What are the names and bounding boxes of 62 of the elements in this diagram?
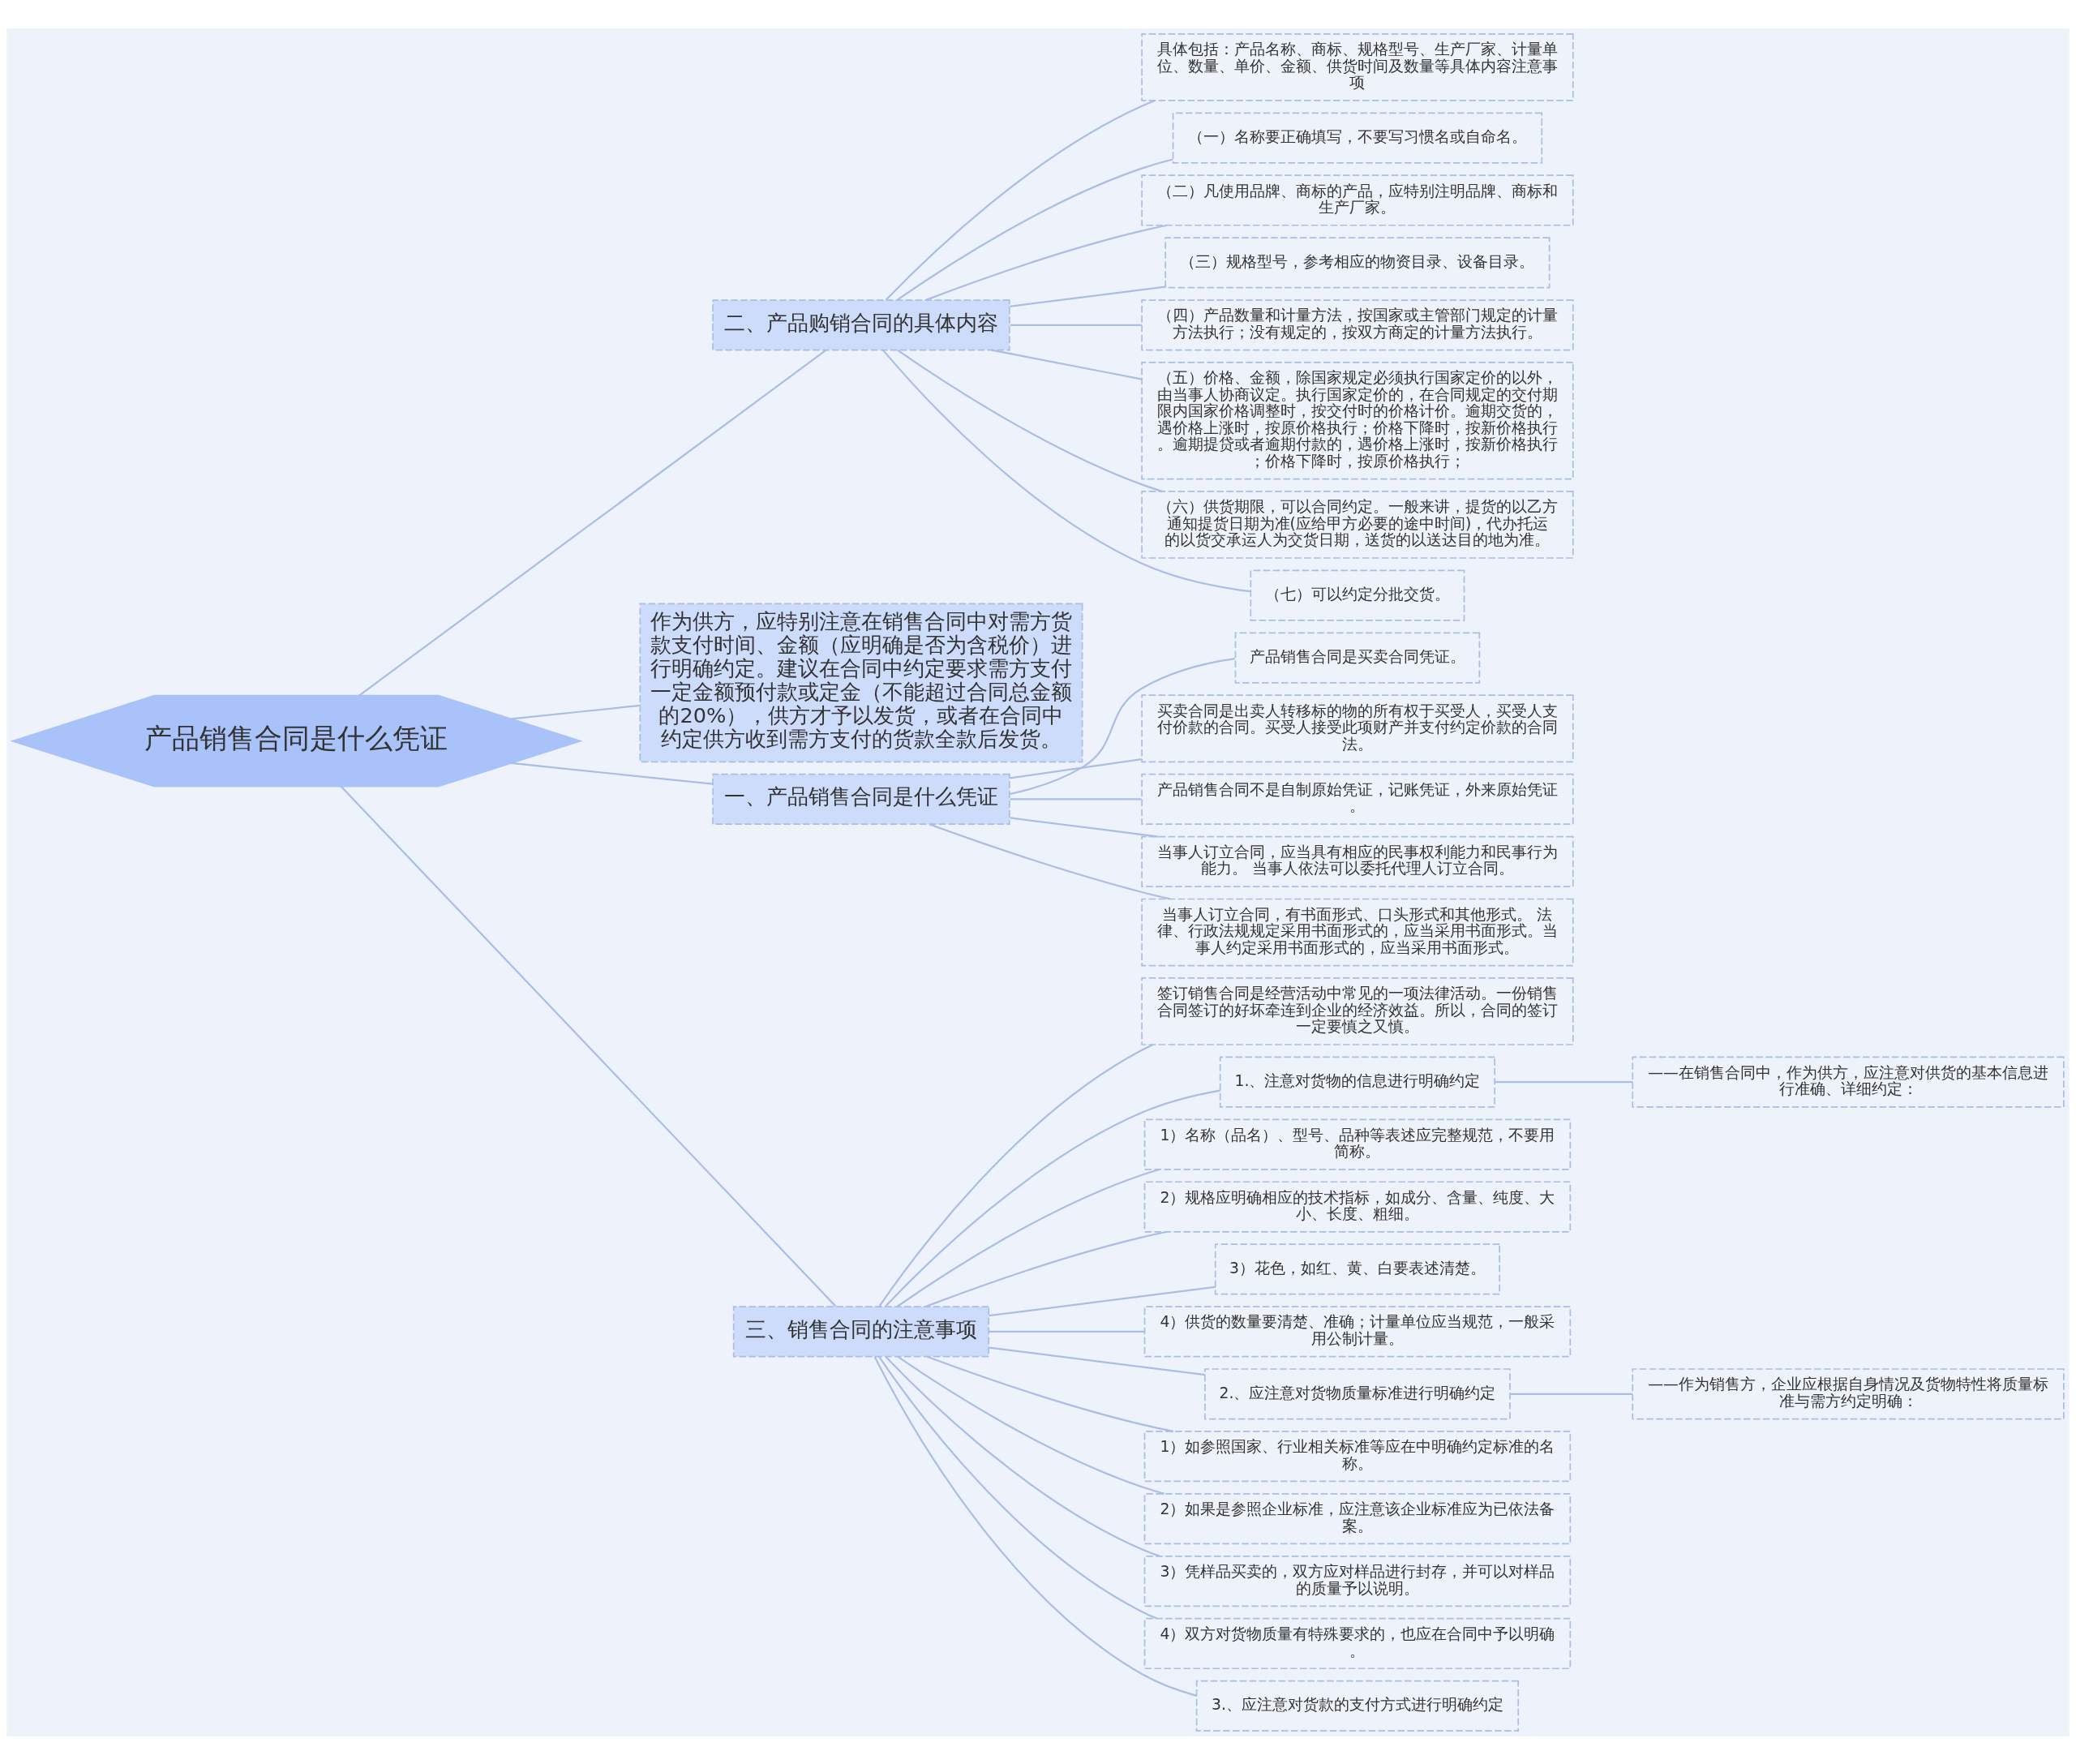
node-box: ——在销售合同中，作为供方，应注意对供货的基本信息进行准确、详细约定： xyxy=(1632,1056,2065,1108)
node-box: 产品销售合同是买卖合同凭证。 xyxy=(1234,631,1481,684)
connector xyxy=(885,99,1156,301)
node-box: 买卖合同是出卖人转移标的物的所有权于买受人，买受人支付价款的合同。买受人接受此项财产并支付约定价款的合同法。 xyxy=(1141,693,1574,762)
node-box: 2.、应注意对货物质量标准进行明确约定 xyxy=(1204,1367,1511,1419)
node-box: 一、产品销售合同是什么凭证 xyxy=(712,773,1010,825)
node-box: 二、产品购销合同的具体内容 xyxy=(712,298,1010,350)
connector xyxy=(1010,797,1142,800)
node-box: ——作为销售方，企业应根据自身情况及货物特性将质量标准与需方约定明确： xyxy=(1632,1367,2065,1419)
connector xyxy=(873,1355,1197,1697)
connector xyxy=(511,762,714,785)
node-box: 当事人订立合同，有书面形式、口头形式和其他形式。 法律、行政法规规定采用书面形式的，应当采用书面形式。当事人约定采用书面形式的，应当采用书面形式。 xyxy=(1141,898,1574,966)
node-box: （七）可以约定分批交货。 xyxy=(1250,569,1465,621)
connector xyxy=(878,1043,1154,1307)
connector xyxy=(1010,758,1142,779)
node-box: 3.、应注意对货款的支付方式进行明确约定 xyxy=(1195,1680,1520,1732)
node-box: （四）产品数量和计量方法，按国家或主管部门规定的计量方法执行；没有规定的，按双方商定的计量方法执行。 xyxy=(1141,298,1574,350)
connector xyxy=(991,349,1143,380)
node-box: 3）凭样品买卖的，双方应对样品进行封存，并可以对样品的质量予以说明。 xyxy=(1143,1555,1572,1607)
node-box: 具体包括：产品名称、商标、规格型号、生产厂家、计量单位、数量、单价、金额、供货时间及数量等具体内容注意事项 xyxy=(1141,32,1574,101)
connector xyxy=(926,1355,1174,1432)
connector xyxy=(511,704,641,719)
connector xyxy=(897,349,1163,492)
node-box: 1）名称（品名）、型号、品种等表述应完整规范，不要用简称。 xyxy=(1143,1118,1572,1170)
node-box: （三）规格型号，参考相应的物资目录、设备目录。 xyxy=(1165,236,1551,288)
connector xyxy=(896,1168,1160,1307)
node-box: （二）凡使用品牌、商标的产品，应特别注明品牌、商标和生产厂家。 xyxy=(1141,174,1574,226)
node-box: 三、销售合同的注意事项 xyxy=(732,1305,990,1357)
node-box: 4）双方对货物质量有特殊要求的，也应在合同中予以明确。 xyxy=(1143,1617,1572,1669)
connector xyxy=(925,224,1168,301)
connector xyxy=(925,1230,1168,1307)
node-box: 当事人订立合同，应当具有相应的民事权利能力和民事行为能力。 当事人依法可以委托代理人订立合同。 xyxy=(1141,835,1574,887)
connector xyxy=(1010,324,1142,326)
connector xyxy=(896,157,1173,301)
connector xyxy=(885,1355,1160,1557)
node-box: 2）如果是参照企业标准，应注意该企业标准应为已依法备案。 xyxy=(1143,1492,1572,1544)
connector xyxy=(1010,285,1165,307)
connector xyxy=(1495,1080,1633,1083)
connector xyxy=(877,1355,1157,1620)
node-box: 4）供货的数量要清楚、准确；计量单位应当规范，一般采用公制计量。 xyxy=(1143,1305,1572,1357)
node-box: 1.、注意对货物的信息进行明确约定 xyxy=(1219,1056,1495,1108)
node-box: 1）如参照国家、行业相关标准等应在中明确约定标准的名称。 xyxy=(1143,1430,1572,1482)
connector xyxy=(929,822,1170,899)
connector xyxy=(1510,1393,1633,1395)
connector xyxy=(340,785,837,1307)
connector xyxy=(885,1089,1220,1307)
connector xyxy=(1010,657,1236,795)
node-box: （六）供货期限，可以合同约定。一般来讲，提货的以乙方通知提货日期为准(应给甲方必要的途中时间)，代办托运的以货交承运人为交货日期，送货的以送达目的地为准。 xyxy=(1141,490,1574,559)
connector xyxy=(1010,816,1159,838)
node-box: 作为供方，应特别注意在销售合同中对需方货款支付时间、金额（应明确是否为含税价）进行明确约定。建议在合同中约定要求需方支付一定金额预付款或定金（不能超过合同总金额的20%），供方才予以发货，或者在合同中约定供方收到需方支付的货款全款后发货。 xyxy=(639,603,1083,762)
node-box: 签订销售合同是经营活动中常见的一项法律活动。一份销售合同签订的好坏牵连到企业的经济效益。所以，合同的签订一定要慎之又慎。 xyxy=(1141,976,1574,1045)
node-box: 3）花色，如红、黄、白要表述清楚。 xyxy=(1214,1243,1500,1295)
connector xyxy=(989,1285,1216,1316)
connector xyxy=(989,1346,1205,1376)
connector xyxy=(358,349,827,697)
node-box: 2）规格应明确相应的技术指标，如成分、含量、纯度、大小、长度、粗细。 xyxy=(1143,1180,1572,1233)
node-box: （五）价格、金额，除国家规定必须执行国家定价的以外，由当事人协商议定。执行国家定价的，在合同规定的交付期限内国家价格调整时，按交付时的价格计价。逾期交货的，遇价格上涨时，按原价格执行；价格下降时，按新价格执行。逾期提贷或者逾期付款的，遇价格上涨时，按新价格执行；价格下降时，按原价格执行； xyxy=(1141,361,1574,479)
connector xyxy=(882,349,1250,592)
node-box: （一）名称要正确填写，不要写习惯名或自命名。 xyxy=(1172,111,1543,164)
connector xyxy=(989,1330,1144,1333)
connector xyxy=(897,1355,1165,1495)
node-box: 产品销售合同不是自制原始凭证，记账凭证，外来原始凭证。 xyxy=(1141,773,1574,825)
